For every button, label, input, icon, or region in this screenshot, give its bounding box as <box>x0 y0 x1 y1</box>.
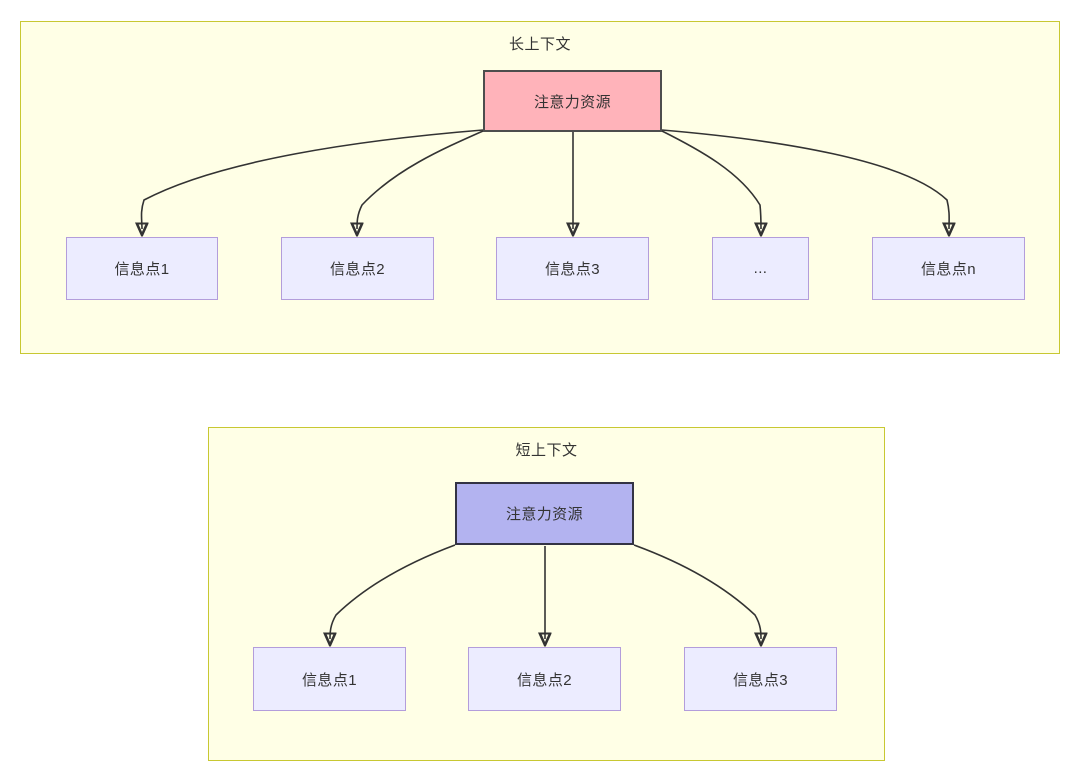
node-label: 信息点3 <box>545 261 600 278</box>
node-long-attention-resource[interactable]: 注意力资源 <box>483 70 662 132</box>
node-label: 信息点n <box>921 261 976 278</box>
node-short-attention-resource[interactable]: 注意力资源 <box>455 482 634 545</box>
node-label: 信息点1 <box>302 671 357 689</box>
node-label: 信息点2 <box>517 671 572 689</box>
group-long-context-title: 长上下文 <box>508 36 571 53</box>
group-short-context-title: 短上下文 <box>515 442 578 459</box>
node-short-info-point-1[interactable]: 信息点1 <box>253 647 406 711</box>
node-label: 信息点3 <box>733 671 788 689</box>
node-long-info-point-2[interactable]: 信息点2 <box>281 237 434 300</box>
node-long-info-point-3[interactable]: 信息点3 <box>496 237 649 300</box>
node-long-info-point-1[interactable]: 信息点1 <box>66 237 218 300</box>
node-long-info-point-ellipsis[interactable]: ... <box>712 237 809 300</box>
node-label: 注意力资源 <box>533 93 611 111</box>
node-short-info-point-3[interactable]: 信息点3 <box>684 647 837 711</box>
node-label: ... <box>753 260 768 277</box>
node-label: 信息点1 <box>114 261 170 278</box>
node-label: 信息点2 <box>330 261 385 278</box>
node-short-info-point-2[interactable]: 信息点2 <box>468 647 621 711</box>
node-long-info-point-n[interactable]: 信息点n <box>872 237 1025 300</box>
node-label: 注意力资源 <box>505 506 583 523</box>
